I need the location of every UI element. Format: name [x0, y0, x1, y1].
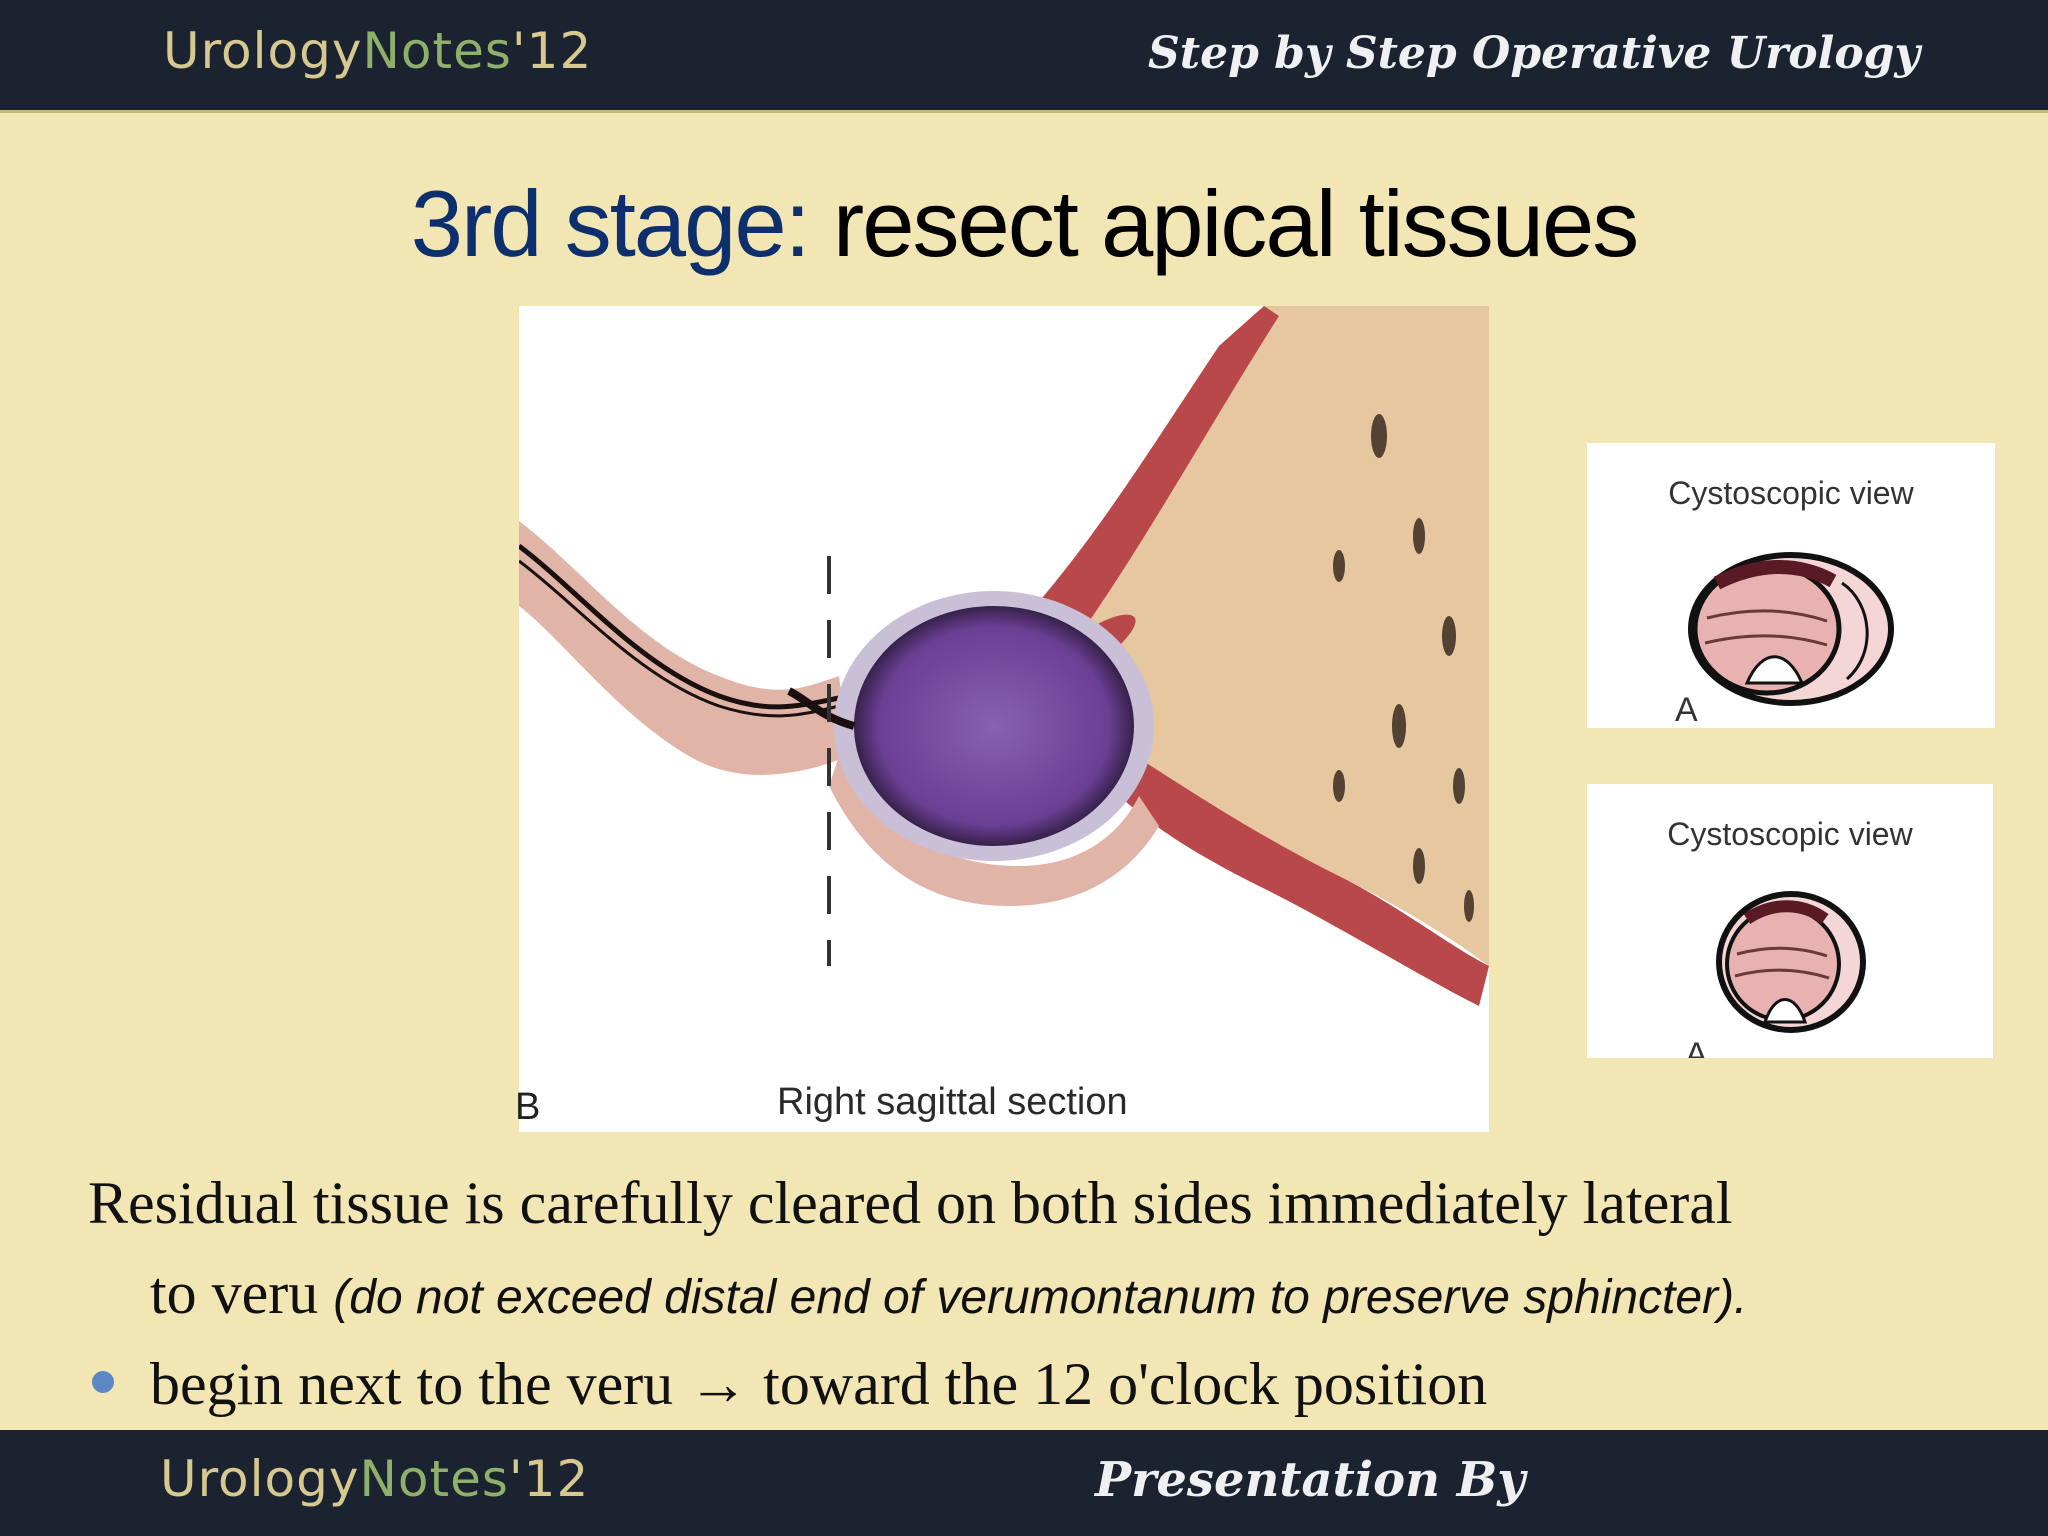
body-note: (do not exceed distal end of verumontanu… — [333, 1271, 1748, 1324]
cystoscopic-view-label: Cystoscopic view — [1667, 816, 1913, 852]
body-line-2: to veru (do not exceed distal end of ver… — [88, 1248, 1988, 1343]
cystoscopic-view-b: Cystoscopic view A — [1587, 784, 1993, 1058]
body-line-2-main: to veru — [150, 1260, 334, 1326]
cystoscopic-illustration-a — [1688, 552, 1894, 706]
panel-mark: B — [515, 1086, 541, 1128]
sagittal-illustration — [519, 306, 1489, 1006]
body-paragraph: Residual tissue is carefully cleared on … — [88, 1158, 1988, 1343]
bullet-text: begin next to the veru → toward the 12 o… — [150, 1351, 1488, 1417]
footer-brand-suffix: '12 — [508, 1450, 590, 1508]
brand-suffix: '12 — [511, 22, 593, 80]
bullet-item: begin next to the veru → toward the 12 o… — [92, 1350, 1487, 1419]
sagittal-section-figure: B Right sagittal section — [515, 306, 1489, 1132]
brand-main: Urology — [163, 22, 363, 80]
header-bar: UrologyNotes'12 Step by Step Operative U… — [0, 0, 2048, 113]
footer-brand-accent: Notes — [359, 1450, 509, 1508]
brand-logo: UrologyNotes'12 — [163, 22, 592, 80]
cystoscopic-letter: A — [1685, 1036, 1708, 1058]
title-stage: 3rd stage: — [410, 171, 811, 276]
cystoscopic-illustration-b — [1716, 891, 1866, 1033]
footer-brand-main: Urology — [160, 1450, 360, 1508]
figure-caption: Right sagittal section — [777, 1081, 1128, 1123]
footer-brand-logo: UrologyNotes'12 — [160, 1450, 589, 1508]
bullet-dot-icon — [92, 1371, 114, 1394]
cystoscopic-view-label: Cystoscopic view — [1668, 475, 1914, 511]
footer-tagline: Presentation By — [1095, 1452, 1526, 1508]
header-tagline: Step by Step Operative Urology — [1148, 28, 1920, 79]
footer-bar: UrologyNotes'12 Presentation By — [0, 1430, 2048, 1536]
title-topic: resect apical tissues — [832, 171, 1639, 276]
brand-accent: Notes — [362, 22, 512, 80]
body-line-1: Residual tissue is carefully cleared on … — [88, 1170, 1733, 1236]
cystoscopic-letter: A — [1675, 691, 1698, 728]
cystoscopic-view-a: Cystoscopic view A — [1587, 443, 1995, 728]
slide-title: 3rd stage: resect apical tissues — [0, 170, 2048, 278]
